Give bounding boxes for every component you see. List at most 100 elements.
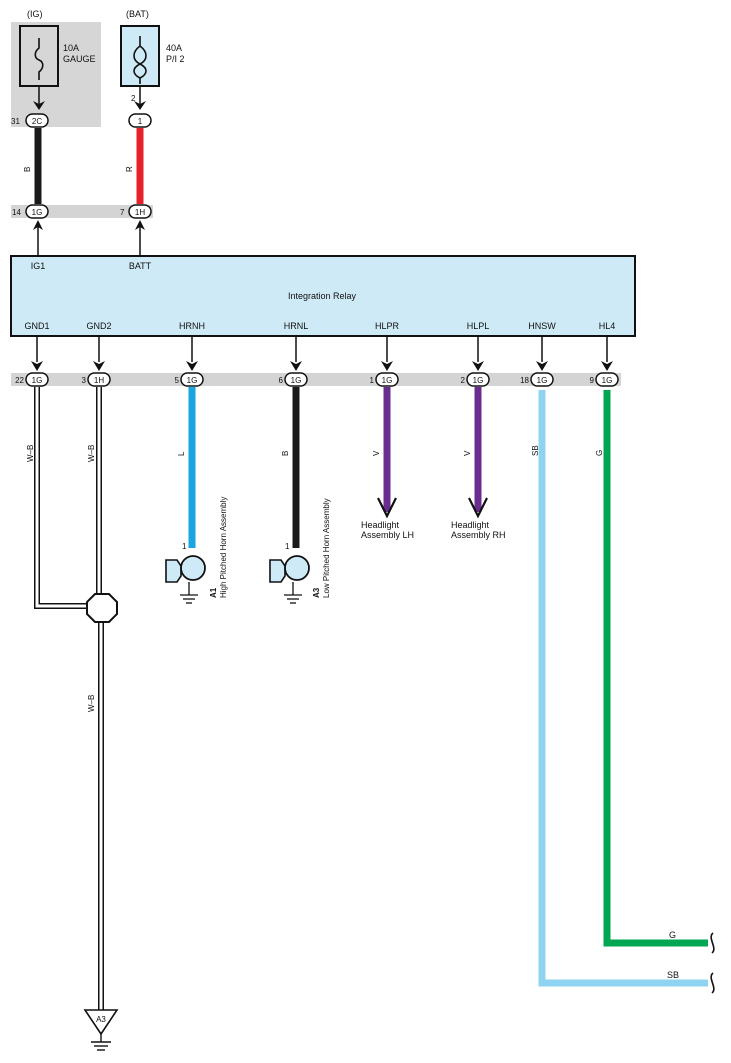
lower-connector-label: 1H <box>94 376 104 385</box>
wire-color-hrnh: L <box>177 451 186 456</box>
relay-terminal-hl4: HL4 <box>599 321 616 331</box>
lower-connector-label: 1G <box>32 376 43 385</box>
lower-connector-label: 1G <box>602 376 613 385</box>
bat-connector <box>128 113 152 128</box>
lower-connector <box>87 372 111 387</box>
ground-point-symbol <box>83 1009 119 1036</box>
integration-relay-box <box>10 255 636 337</box>
high-horn-ground-icon <box>180 582 198 604</box>
high-horn-icon <box>165 559 182 583</box>
lower-pin-label: 2 <box>461 376 466 385</box>
ig-arrow-icon <box>33 101 45 110</box>
ig-fuse-icon <box>34 38 44 80</box>
gnd1-wire <box>34 387 88 609</box>
lower-pin-label: 9 <box>590 376 595 385</box>
lower-connector <box>375 372 399 387</box>
relay-terminal-hlpr: HLPR <box>375 321 400 331</box>
upper-bat-connector-label: 1H <box>135 208 145 217</box>
ground-wire-color: W–B <box>87 695 96 712</box>
lower-pin-label: 22 <box>15 376 24 385</box>
ground-junction <box>86 593 118 623</box>
upper-ig-pin: 14 <box>12 208 21 217</box>
relay-terminal-gnd2: GND2 <box>86 321 111 331</box>
low-horn-icon <box>269 559 286 583</box>
high-horn-code: A1 <box>209 587 218 598</box>
relay-terminal-hlpl: HLPL <box>467 321 490 331</box>
ig-fuse-area <box>11 22 101 127</box>
relay-terminal-hrnh: HRNH <box>179 321 205 331</box>
sb-continuation-label: SB <box>667 970 679 980</box>
upper-bat-connector <box>128 204 152 219</box>
lower-connector-label: 1G <box>382 376 393 385</box>
ground-icon <box>91 1034 111 1051</box>
headlight-rh-line1: Headlight <box>451 520 490 530</box>
bat-pin-top: 2 <box>131 94 136 103</box>
arrow-down-icon <box>186 361 198 371</box>
lower-connector-label: 1G <box>473 376 484 385</box>
ig-fuse-rating: 10A <box>63 43 79 53</box>
low-horn-name: Low Pitched Horn Assembly <box>322 498 331 598</box>
upper-ig-connector-label: 1G <box>32 208 43 217</box>
high-horn-body <box>180 555 206 581</box>
arrow-down-icon <box>601 361 613 371</box>
low-horn-pin: 1 <box>285 542 290 551</box>
bat-fuse-icon <box>133 36 147 84</box>
upper-ig-connector <box>25 204 49 219</box>
g-wire-continuation <box>603 390 708 947</box>
bat-source-label: (BAT) <box>126 9 149 19</box>
headlight-lh-line1: Headlight <box>361 520 400 530</box>
sb-break-icon <box>710 972 715 994</box>
bat-fuse-box <box>120 25 160 87</box>
relay-terminal-hrnl: HRNL <box>284 321 309 331</box>
sb-wire-continuation <box>538 390 708 987</box>
ig-pin-label: 31 <box>11 117 20 126</box>
low-horn-code: A3 <box>312 587 321 598</box>
lower-connector-label: 1G <box>187 376 198 385</box>
wire-color-hlpr: V <box>372 450 381 456</box>
high-horn: 1 A1 High Pitched Horn Assembly <box>165 497 228 604</box>
lower-connector <box>595 372 619 387</box>
lower-connector-label: 1G <box>291 376 302 385</box>
relay-terminal-hnsw: HNSW <box>528 321 556 331</box>
lower-pin-label: 6 <box>279 376 284 385</box>
lower-connector <box>180 372 204 387</box>
lower-pin-label: 18 <box>520 376 529 385</box>
arrow-down-icon <box>381 361 393 371</box>
ig-fuse-name: GAUGE <box>63 54 96 64</box>
bat-fuse-name: P/I 2 <box>166 54 185 64</box>
low-horn: 1 A3 Low Pitched Horn Assembly <box>269 498 331 604</box>
arrow-down-icon <box>290 361 302 371</box>
low-horn-ground-icon <box>284 582 302 604</box>
ig-connector <box>25 113 49 128</box>
arrow-down-icon <box>472 361 484 371</box>
arrow-down-icon <box>93 361 105 371</box>
ground-point-label: A3 <box>96 1015 106 1024</box>
gnd1-wire-color: W–B <box>26 445 35 462</box>
ground-wires <box>34 387 104 1010</box>
lower-connector-label: 1G <box>537 376 548 385</box>
upper-bat-pin: 7 <box>120 208 125 217</box>
low-horn-body <box>284 555 310 581</box>
gnd1-wire-core <box>35 387 88 608</box>
bat-wire-color: R <box>125 166 134 172</box>
ig-connector-label: 2C <box>32 117 42 126</box>
headlight-arrow-icon <box>377 497 397 519</box>
lower-pin-label: 1 <box>370 376 375 385</box>
wire-color-hl4: G <box>595 450 604 456</box>
headlight-rh-line2: Assembly RH <box>451 530 506 540</box>
gnd2-wire-color: W–B <box>87 445 96 462</box>
arrow-down-icon <box>31 361 43 371</box>
wire-color-hlpl: V <box>463 450 472 456</box>
bat-fuse-rating: 40A <box>166 43 182 53</box>
relay-terminal-batt: BATT <box>129 261 152 271</box>
arrow-down-icon <box>536 361 548 371</box>
wire-color-hrnl: B <box>281 451 290 456</box>
lower-connector <box>25 372 49 387</box>
ig1-arrow-icon <box>33 220 43 230</box>
headlight-arrow-icon <box>468 497 488 519</box>
relay-terminal-gnd1: GND1 <box>24 321 49 331</box>
relay-terminal-ig1: IG1 <box>31 261 46 271</box>
high-horn-pin: 1 <box>182 542 187 551</box>
